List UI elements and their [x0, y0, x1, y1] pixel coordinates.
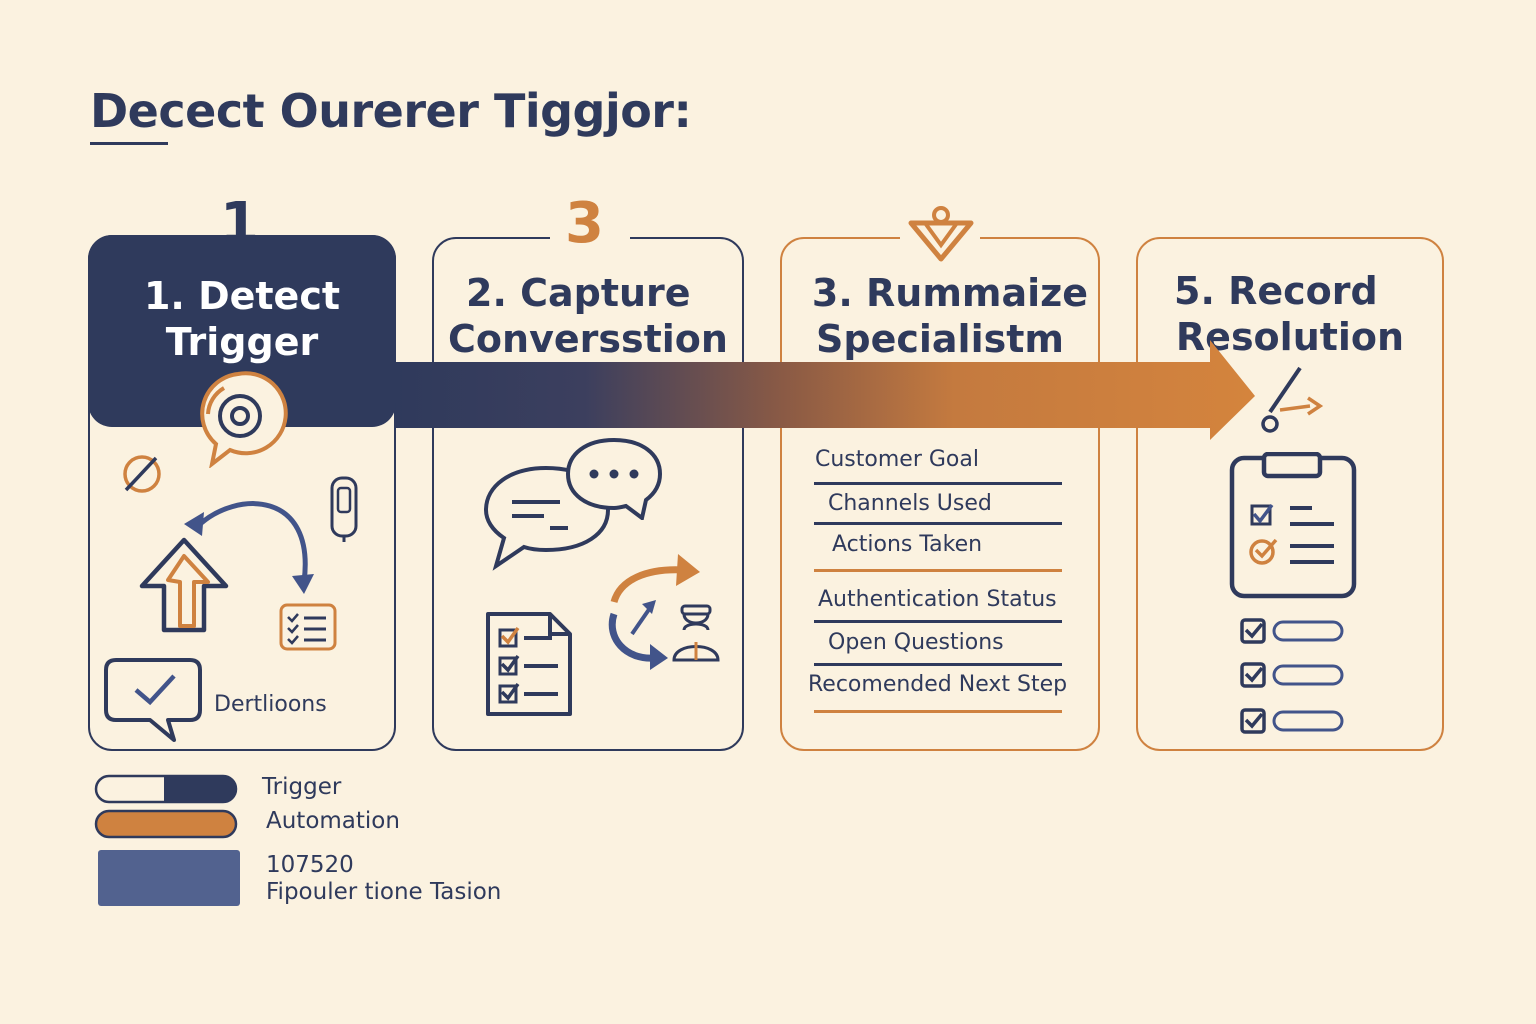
field-channels-used: Channels Used	[828, 491, 992, 516]
card-summarize-title-line2: Specialistm	[816, 317, 1064, 361]
checkmark-chat-icon	[104, 658, 202, 742]
legend-blue-swatch	[98, 850, 240, 906]
card-capture-title: 2. Capture Conversstion	[432, 270, 744, 362]
clipboard-checklist-icon	[1229, 452, 1357, 599]
document-checklist-icon	[486, 612, 572, 716]
card-detect-title-line2: Trigger	[165, 320, 319, 364]
card-detect-title-line1: 1. Detect	[143, 274, 341, 318]
card-record-title-line1: 5. Record	[1174, 269, 1378, 313]
house-arrow-icon	[139, 537, 229, 633]
field-open-questions: Open Questions	[828, 630, 1004, 655]
cycle-arrows-icon	[608, 554, 700, 670]
page-title: Decect Ourerer Tiggjor:	[90, 84, 692, 138]
step-marker-3: 3	[565, 191, 604, 256]
slash-circle-icon	[123, 455, 161, 493]
field-recommended-next-step: Recomended Next Step	[808, 672, 1068, 697]
legend-trigger-swatch	[94, 774, 238, 804]
legend-automation-swatch	[94, 809, 238, 839]
typing-bubble-icon	[565, 437, 663, 520]
field-authentication-status: Authentication Status	[818, 587, 1057, 612]
agent-icon	[672, 604, 720, 662]
field-line-2	[814, 522, 1062, 525]
card-detect-title: 1. Detect Trigger	[88, 273, 396, 365]
card-record-resolution	[1136, 237, 1444, 751]
marker-gap-2	[550, 230, 630, 244]
legend-blue-label-line2: Fipouler tione Tasion	[266, 879, 502, 905]
chat-target-icon	[200, 371, 288, 468]
card-summarize-title: 3. Rummaize Specialistm	[780, 270, 1100, 362]
curved-arrow-icon	[184, 501, 314, 594]
field-line-5	[814, 663, 1062, 666]
field-customer-goal: Customer Goal	[815, 447, 979, 472]
field-line-4	[814, 620, 1062, 623]
checkbox-icon	[1240, 618, 1344, 734]
card-capture-title-line1: 2. Capture	[466, 271, 691, 315]
funnel-icon	[908, 206, 974, 262]
title-underline	[90, 142, 168, 145]
field-line-3	[814, 569, 1062, 572]
card-detect-caption: Dertlioons	[214, 692, 327, 717]
field-line-1	[814, 482, 1062, 485]
card-summarize-title-line1: 3. Rummaize	[811, 271, 1089, 315]
field-line-6	[814, 710, 1062, 713]
pen-route-icon	[1261, 366, 1324, 433]
legend-trigger-label: Trigger	[262, 774, 342, 800]
legend-blue-label-line1: 107520	[266, 852, 354, 878]
step-marker-1: 1	[220, 191, 259, 256]
card-capture-title-line2: Conversstion	[448, 317, 728, 361]
phone-icon	[330, 476, 358, 542]
legend-automation-label: Automation	[266, 808, 400, 834]
field-actions-taken: Actions Taken	[832, 532, 983, 557]
checklist-icon	[279, 603, 337, 651]
